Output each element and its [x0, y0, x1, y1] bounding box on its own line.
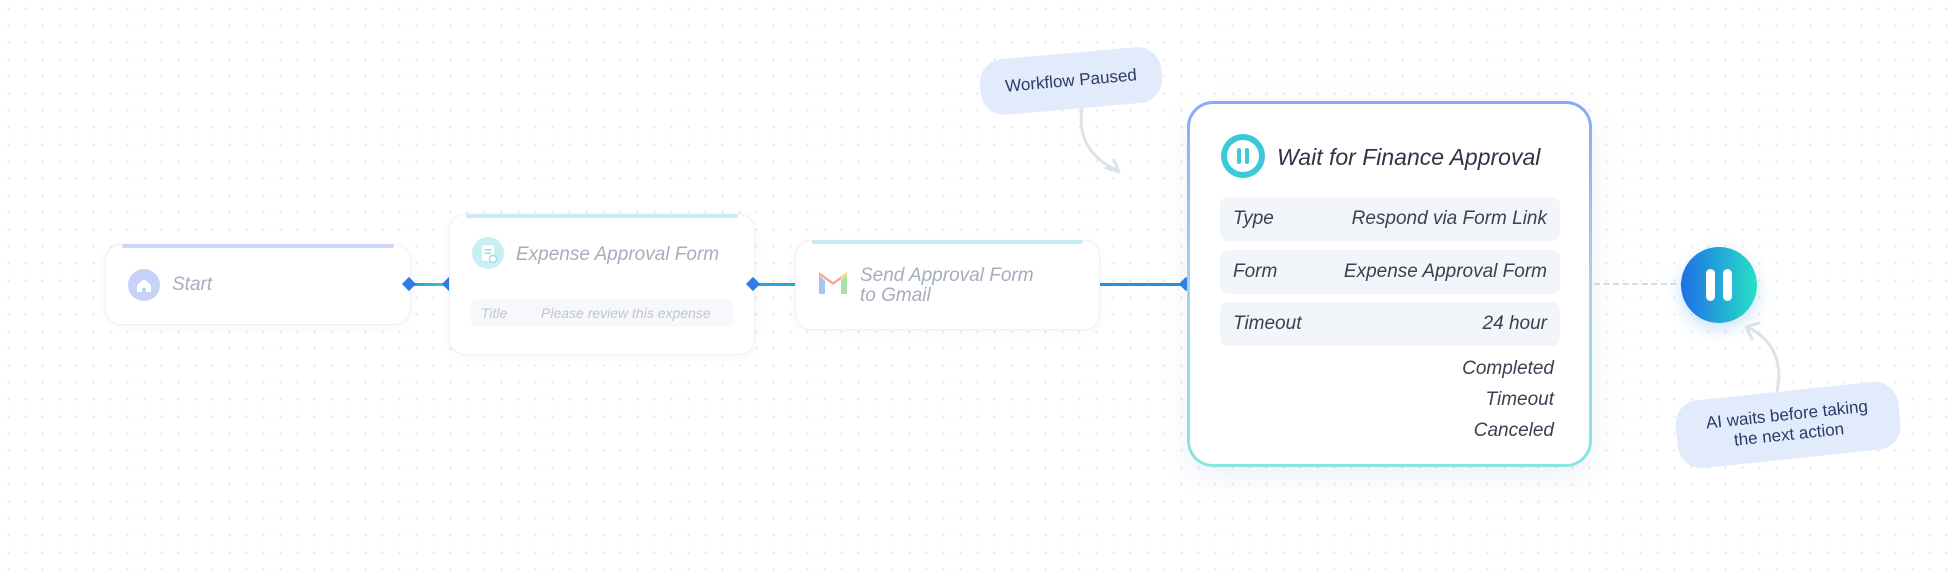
form-node[interactable]: Expense Approval Form Title Please revie…: [449, 214, 755, 355]
gmail-node-label-line1: Send Approval Form: [860, 265, 1034, 286]
pause-bar: [1706, 269, 1715, 301]
curved-arrow-icon: [1079, 107, 1121, 174]
connector-start-form: [409, 283, 449, 286]
wait-row-type: Type Respond via Form Link: [1220, 197, 1560, 241]
form-field-value: Please review this expense: [541, 305, 711, 321]
form-node-label: Expense Approval Form: [516, 244, 720, 265]
gmail-node[interactable]: Send Approval Form to Gmail: [795, 240, 1100, 330]
node-accent-bar: [466, 214, 738, 218]
row-value: Respond via Form Link: [1351, 208, 1547, 229]
form-document-icon: [472, 237, 504, 269]
curved-arrow-icon: [1744, 321, 1781, 393]
start-node-label: Start: [172, 274, 213, 295]
row-key: Form: [1233, 261, 1278, 282]
connector-gmail-wait: [1098, 283, 1186, 286]
connector-form-gmail: [753, 283, 795, 286]
home-icon: [128, 269, 160, 301]
gmail-node-label-line2: to Gmail: [860, 285, 931, 306]
workflow-paused-text: Workflow Paused: [1004, 65, 1138, 96]
pause-icon: [1221, 134, 1265, 178]
node-accent-bar: [122, 244, 394, 248]
output-canceled[interactable]: Canceled: [1473, 420, 1554, 441]
gmail-icon: [817, 270, 849, 296]
node-accent-bar: [812, 240, 1083, 244]
wait-node-title: Wait for Finance Approval: [1277, 144, 1541, 170]
form-field-key: Title: [481, 305, 508, 321]
output-timeout[interactable]: Timeout: [1485, 389, 1554, 410]
wait-node-body: Wait for Finance Approval Type Respond v…: [1190, 104, 1589, 464]
pause-button[interactable]: [1681, 247, 1757, 323]
output-completed[interactable]: Completed: [1462, 358, 1554, 379]
ai-waits-callout: AI waits before taking the next action: [1673, 379, 1903, 471]
row-key: Timeout: [1233, 313, 1302, 334]
pause-bar: [1723, 269, 1732, 301]
row-key: Type: [1233, 208, 1274, 229]
start-node[interactable]: Start: [105, 244, 411, 325]
wait-row-form: Form Expense Approval Form: [1220, 250, 1560, 294]
wait-node[interactable]: Wait for Finance Approval Type Respond v…: [1187, 101, 1592, 467]
wait-row-timeout: Timeout 24 hour: [1220, 302, 1560, 346]
row-value: Expense Approval Form: [1343, 261, 1547, 282]
row-value: 24 hour: [1482, 313, 1547, 334]
form-field-row: Title Please review this expense: [471, 299, 733, 327]
connector-wait-pause: [1594, 283, 1686, 285]
